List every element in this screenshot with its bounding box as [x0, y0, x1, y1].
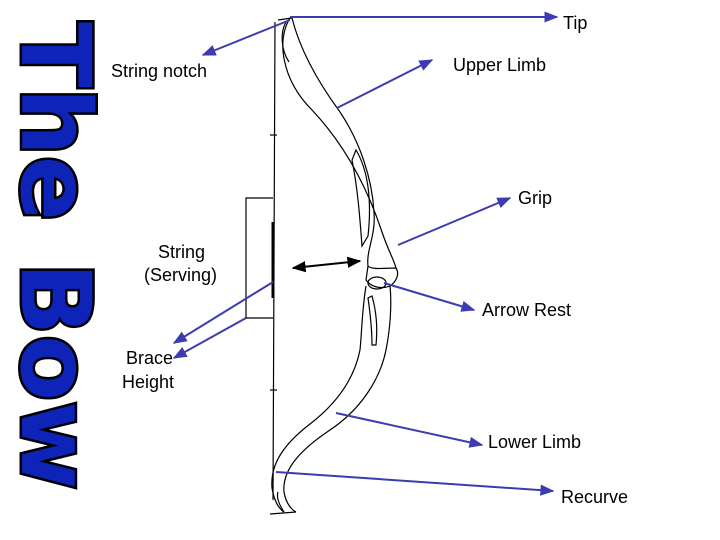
- diagram-title: The Bow: [0, 20, 114, 493]
- lower-limb-outer: [283, 349, 387, 513]
- label-brace-line2: Height: [122, 372, 174, 392]
- arrow-rest-arrow: [383, 282, 476, 312]
- title-line-the: The: [0, 22, 111, 221]
- lower-riser: [359, 285, 392, 351]
- label-grip: Grip: [518, 188, 552, 208]
- recurve-arrow: [275, 471, 555, 496]
- label-string-line2: (Serving): [144, 265, 217, 285]
- label-brace-line1: Brace: [126, 348, 173, 368]
- grip-shape: [365, 264, 399, 289]
- label-string-notch: String notch: [111, 61, 207, 81]
- sight-window-lower: [367, 295, 378, 346]
- string-serving-arrow: [172, 281, 274, 344]
- label-tip: Tip: [563, 13, 587, 33]
- brace-height-pointer: [172, 317, 247, 359]
- upper-limb-arrow: [336, 59, 434, 109]
- brace-height-arrow: [291, 256, 362, 273]
- upper-limb-inner: [291, 17, 375, 267]
- label-upper-limb: Upper Limb: [453, 55, 546, 75]
- part-labels: Tip String notch Upper Limb Grip String …: [111, 13, 628, 507]
- lower-recurve: [269, 491, 297, 515]
- lower-limb-inner: [271, 349, 361, 513]
- riser-window: [351, 148, 371, 248]
- upper-recurve: [277, 17, 293, 63]
- title-line-bow: Bow: [0, 262, 111, 490]
- label-arrow-rest: Arrow Rest: [482, 300, 571, 320]
- pointer-arrows: [172, 11, 559, 496]
- upper-limb-outer: [282, 17, 397, 269]
- bow-illustration: [245, 17, 399, 515]
- label-lower-limb: Lower Limb: [488, 432, 581, 452]
- lower-limb-arrow: [335, 412, 484, 448]
- string-notch-arrow: [201, 19, 291, 56]
- label-recurve: Recurve: [561, 487, 628, 507]
- brace-height-bracket: [245, 197, 273, 319]
- label-string-line1: String: [158, 242, 205, 262]
- grip-arrow: [397, 197, 512, 246]
